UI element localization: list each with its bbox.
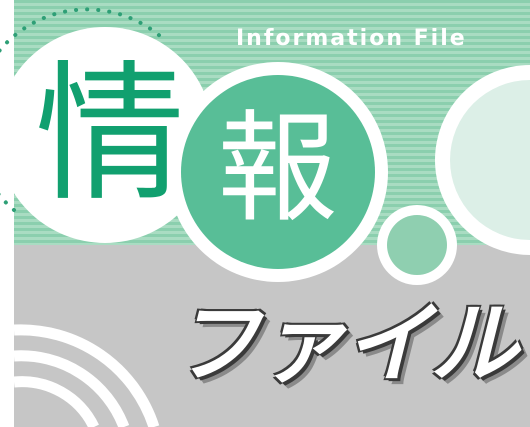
title-kanji-ho: 報 bbox=[217, 100, 338, 239]
right-pale-circle bbox=[450, 80, 530, 240]
kanji-1-white-circle bbox=[0, 27, 213, 243]
small-green-circle bbox=[387, 215, 447, 275]
subtitle-text: Information File bbox=[236, 26, 467, 51]
title-katakana-file: ファイル bbox=[172, 292, 518, 395]
concentric-arcs-decoration bbox=[13, 324, 160, 427]
left-margin bbox=[0, 0, 14, 427]
title-kanji-jo: 情 bbox=[34, 48, 185, 222]
kanji-2-green-circle bbox=[181, 75, 375, 269]
dotted-arc-decoration bbox=[0, 7, 162, 212]
